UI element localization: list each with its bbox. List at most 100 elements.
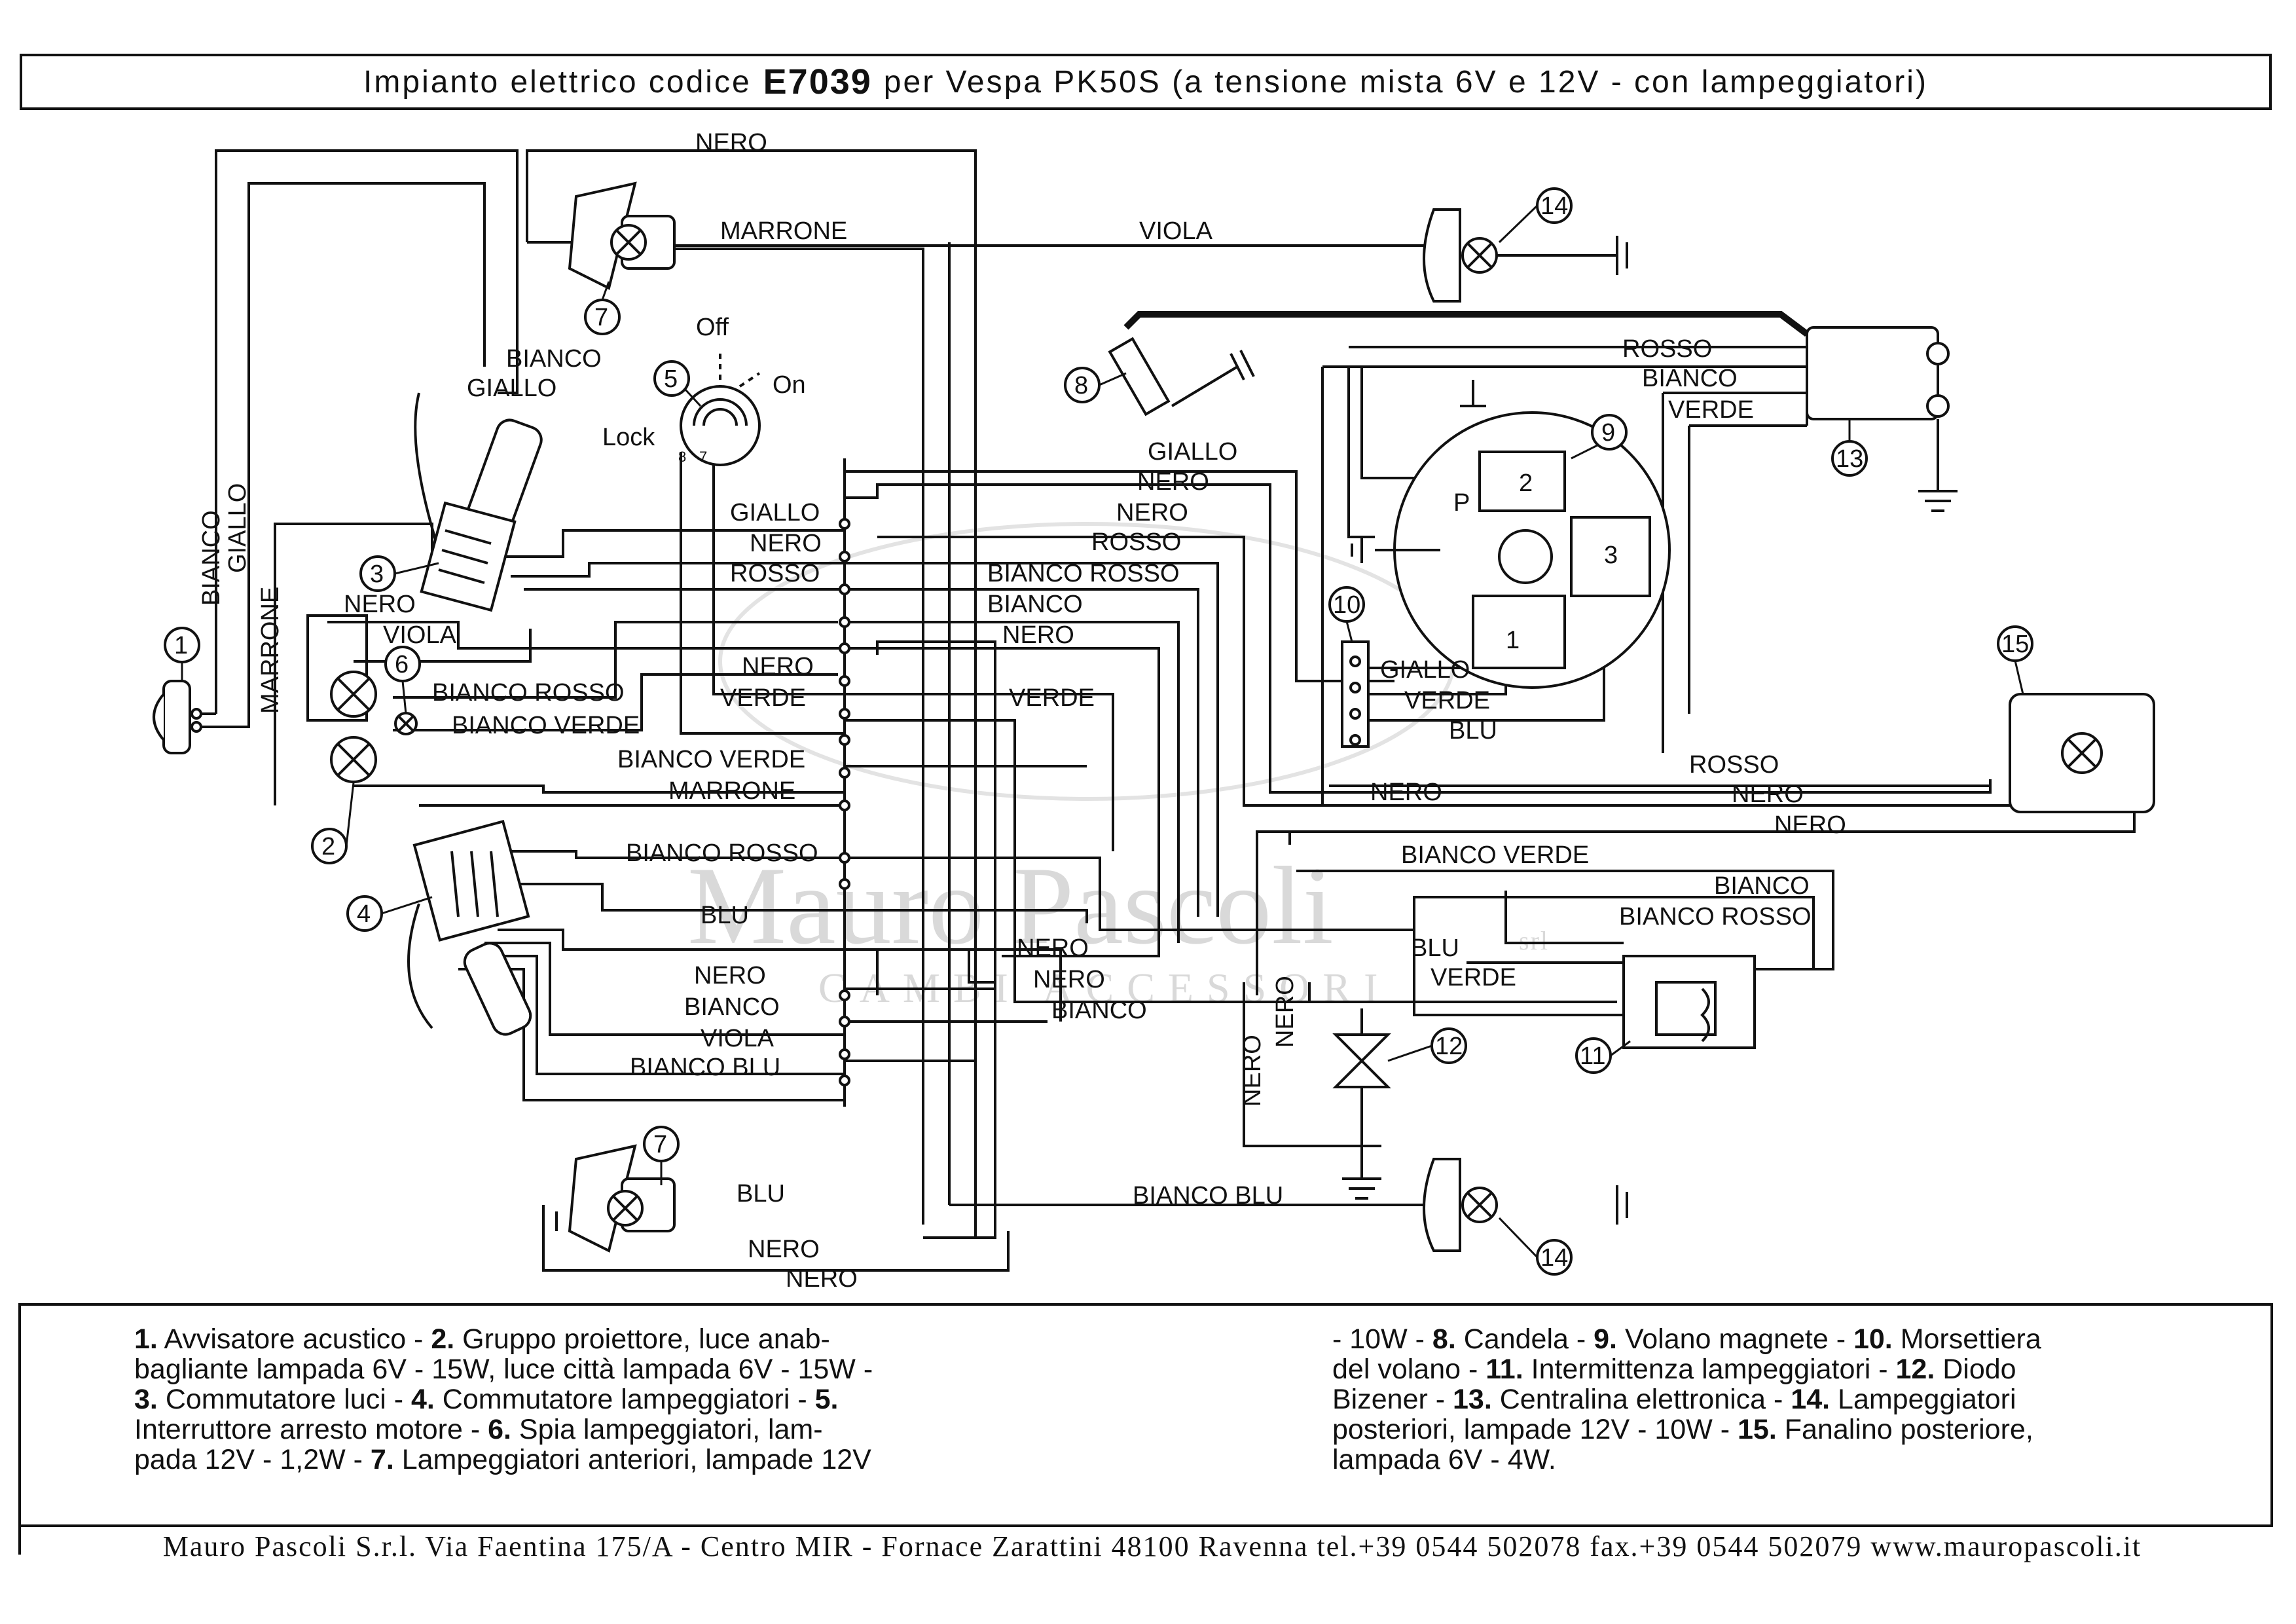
legend-number: 8. [1432, 1323, 1456, 1355]
wire-bianco-r: BIANCO [1714, 872, 1810, 900]
wire-bianco-rosso-m: BIANCO ROSSO [987, 560, 1180, 587]
callout-15: 15 [2001, 631, 2029, 658]
callout-4: 4 [357, 900, 371, 928]
callout-5: 5 [664, 365, 678, 393]
callout-leaders [181, 204, 2024, 1259]
wires [196, 149, 2136, 1272]
legend-text: Lampeggiatori [1830, 1384, 2016, 1415]
coil-p-label: P [1453, 489, 1470, 517]
legend-text: Centralina elettronica - [1491, 1384, 1791, 1415]
legend-number: 6. [488, 1414, 511, 1445]
legend-number: 1. [134, 1323, 158, 1355]
legend-text: lampada 6V - 4W. [1332, 1444, 1556, 1475]
wire-bianco-vertical: BIANCO [198, 510, 225, 606]
wire-blu-r: BLU [1411, 934, 1459, 962]
wire-verde-m: VERDE [1009, 684, 1095, 712]
legend-text: Interruttore arresto motore - [134, 1414, 488, 1445]
legend-text: pada 12V - 1,2W - [134, 1444, 371, 1475]
wire-blu-c: BLU [701, 902, 749, 929]
legend-text: Gruppo proiettore, luce anab- [454, 1323, 830, 1355]
callout-14-bottom: 14 [1540, 1244, 1568, 1272]
wire-nero-m5: NERO [1033, 966, 1105, 993]
wire-bianco-rosso-c: BIANCO ROSSO [626, 840, 818, 867]
legend-right-column: - 10W - 8. Candela - 9. Volano magnete -… [1332, 1324, 2177, 1475]
legend-text: - 10W - [1332, 1323, 1432, 1355]
footer-tick [18, 1524, 21, 1555]
legend-number: 3. [134, 1384, 158, 1415]
legend-text: Morsettiera [1892, 1323, 2041, 1355]
callout-11: 11 [1580, 1043, 1605, 1070]
legend-number: 13. [1453, 1384, 1492, 1415]
coil-3-label: 3 [1604, 542, 1618, 569]
legend-text: Commutatore luci - [157, 1384, 411, 1415]
title-code: E7039 [763, 62, 872, 101]
watermark-name: Mauro Pascoli [687, 844, 1334, 967]
wire-nero-vertical-2: NERO [1271, 976, 1299, 1048]
light-switch-component [414, 392, 543, 612]
wire-nero-r1: NERO [1370, 779, 1442, 806]
legend-text: Avvisatore acustico - [157, 1323, 431, 1355]
wire-bianco-blu-bottom: BIANCO BLU [1133, 1182, 1283, 1209]
title-suffix: per Vespa PK50S (a tensione mista 6V e 1… [883, 64, 1928, 100]
diagram-title: Impianto elettrico codice E7039 per Vesp… [20, 54, 2272, 110]
wire-bianco-c: BIANCO [684, 993, 780, 1021]
callout-12: 12 [1435, 1033, 1463, 1060]
front-flasher-bottom-component [568, 1144, 676, 1253]
wire-labels: NERO MARRONE VIOLA BIANCO GIALLO BIANCO … [198, 129, 1846, 1293]
callout-14-top: 14 [1540, 193, 1568, 220]
legend-box [18, 1303, 2273, 1526]
wire-bianco-verde-c: BIANCO VERDE [617, 746, 805, 773]
wire-marrone-c: MARRONE [668, 777, 795, 805]
horn-component [153, 680, 202, 754]
switch-off-label: Off [696, 314, 729, 341]
wire-giallo-headlight: GIALLO [467, 375, 556, 402]
legend-text: posteriori, lampade 12V - 10W - [1332, 1414, 1738, 1445]
coil-2-label: 2 [1519, 470, 1533, 497]
legend-text: del volano - [1332, 1354, 1486, 1385]
callout-6: 6 [395, 651, 409, 678]
callout-7-bottom: 7 [653, 1131, 667, 1158]
flasher-switch-component [407, 819, 532, 1036]
component-number-labels: 1 2 3 4 5 6 7 7 8 9 10 11 12 13 14 14 15 [174, 193, 2029, 1272]
rear-flasher-top-component [1423, 208, 1628, 303]
wire-rosso-m: ROSSO [1091, 528, 1181, 556]
wire-bianco-rosso-r: BIANCO ROSSO [1619, 903, 1812, 931]
switch-lock-label: Lock [602, 424, 655, 451]
callout-10: 10 [1333, 591, 1360, 619]
coil-1-label: 1 [1506, 627, 1520, 654]
wire-giallo-c1: GIALLO [730, 499, 820, 526]
callout-8: 8 [1074, 372, 1088, 399]
wire-verde-c2: VERDE [720, 684, 806, 712]
watermark: Mauro Pascoli CAMBI ACCESSORI srl [687, 522, 1549, 1011]
title-prefix: Impianto elettrico codice [363, 64, 752, 100]
indicator-lamp-component [394, 712, 418, 735]
terminal-dots [839, 518, 850, 1086]
callout-13: 13 [1836, 445, 1863, 473]
legend-text: Commutatore lampeggiatori - [434, 1384, 815, 1415]
wire-bianco-headlight: BIANCO [506, 345, 602, 373]
wire-bianco-m: BIANCO [987, 591, 1083, 618]
flywheel-magneto-component: P 2 3 1 [1351, 380, 1671, 689]
front-flasher-top-component [568, 181, 676, 290]
watermark-srl: srl [1519, 926, 1549, 955]
wire-nero-c3: NERO [694, 962, 766, 989]
spark-plug-component [1108, 337, 1255, 416]
legend-number: 12. [1895, 1354, 1935, 1385]
ignition-switch-component [680, 354, 761, 466]
wire-nero-r3: NERO [1774, 811, 1846, 839]
wiring-diagram: Mauro Pascoli CAMBI ACCESSORI srl [153, 129, 2155, 1293]
legend-text: Bizener - [1332, 1384, 1453, 1415]
callout-1: 1 [174, 632, 188, 659]
legend-text: Diodo [1935, 1354, 2016, 1385]
wire-nero-bottom-2: NERO [786, 1265, 858, 1293]
wire-verde-cdi: VERDE [1668, 396, 1754, 424]
wire-marrone-top: MARRONE [720, 217, 847, 245]
legend-number: 7. [370, 1444, 394, 1475]
ground-symbol [1342, 1177, 1381, 1200]
wire-nero-top: NERO [695, 129, 767, 157]
wire-rosso-r: ROSSO [1689, 751, 1779, 779]
switch-terminal-8: 8 [678, 449, 686, 465]
callout-2: 2 [321, 833, 335, 860]
tail-light-component [2009, 693, 2155, 813]
wire-nero-vertical-1: NERO [1239, 1035, 1266, 1107]
